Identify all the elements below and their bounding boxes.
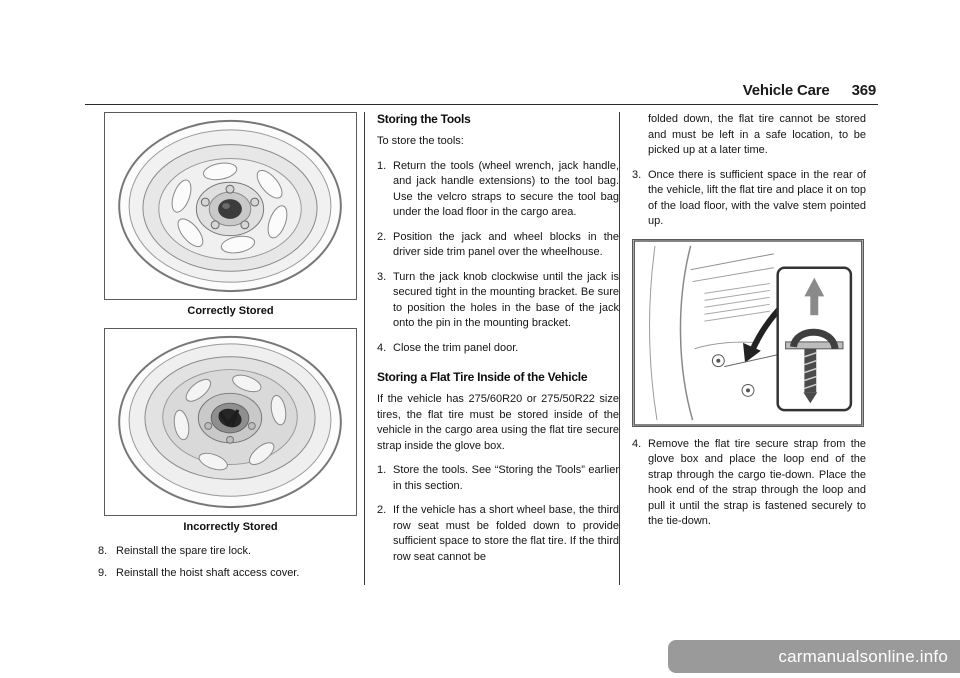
step-text: If the vehicle has a short wheel base, t… bbox=[393, 504, 619, 563]
step-text: Turn the jack knob clockwise until the j… bbox=[393, 270, 619, 330]
section-heading-flat-tire: Storing a Flat Tire Inside of the Vehicl… bbox=[377, 370, 588, 384]
step-number: 9. bbox=[98, 566, 108, 579]
page-title: Vehicle Care bbox=[742, 82, 830, 99]
page-number: 369 bbox=[851, 82, 877, 99]
list-item: 4. Remove the flat tire secure strap fro… bbox=[632, 437, 866, 530]
step-text: Return the tools (wheel wrench, jack han… bbox=[393, 159, 619, 219]
step-text: Once there is sufficient space in the re… bbox=[648, 168, 866, 228]
step-text: Store the tools. See “Storing the Tools”… bbox=[393, 464, 619, 492]
wheel-correct-imagebox bbox=[104, 112, 357, 300]
wheel-incorrect-imagebox bbox=[104, 328, 357, 516]
step-number: 2. bbox=[377, 504, 387, 516]
step-number: 2. bbox=[377, 230, 387, 243]
wheel-correctly-stored-image bbox=[118, 119, 342, 293]
step-number: 1. bbox=[377, 159, 387, 172]
continuation-text: folded down, the flat tire cannot be sto… bbox=[648, 113, 866, 156]
cargo-strap-imagebox bbox=[632, 238, 864, 427]
step-number: 4. bbox=[377, 341, 387, 354]
step-text: Position the jack and wheel blocks in th… bbox=[393, 230, 619, 259]
section-intro: If the vehicle has 275/60R20 or 275/50R2… bbox=[377, 393, 619, 452]
section-intro: To store the tools: bbox=[377, 135, 464, 147]
list-item: 3. Once there is sufficient space in the… bbox=[632, 168, 866, 230]
list-item: 9. Reinstall the hoist shaft access cove… bbox=[98, 566, 364, 582]
wheel-incorrectly-stored-image bbox=[118, 335, 342, 509]
step-number: 8. bbox=[98, 545, 108, 557]
page-header: Vehicle Care 369 bbox=[743, 82, 876, 99]
list-item: 2. Position the jack and wheel blocks in… bbox=[377, 230, 619, 261]
list-item: 1. Return the tools (wheel wrench, jack … bbox=[377, 159, 619, 221]
cargo-strap-image bbox=[633, 239, 863, 426]
caption-incorrectly-stored: Incorrectly Stored bbox=[183, 521, 278, 533]
section-heading-storing-tools: Storing the Tools bbox=[377, 112, 471, 126]
list-item: 4. Close the trim panel door. bbox=[377, 341, 619, 357]
figure-cargo-strap bbox=[632, 238, 864, 427]
step-text: Reinstall the hoist shaft access cover. bbox=[116, 566, 300, 579]
list-item: 1. Store the tools. See “Storing the Too… bbox=[377, 463, 619, 494]
left-step-list: 8. Reinstall the spare tire lock. 9. Rei… bbox=[98, 544, 364, 581]
content-columns: Correctly Stored bbox=[98, 112, 866, 587]
list-item: 8. Reinstall the spare tire lock. bbox=[98, 544, 364, 560]
step-number: 3. bbox=[632, 168, 642, 181]
header-rule bbox=[85, 104, 878, 105]
figure-correctly-stored: Correctly Stored bbox=[104, 112, 357, 317]
watermark: carmanualsonline.info bbox=[668, 640, 960, 673]
list-item: 2. If the vehicle has a short wheel base… bbox=[377, 503, 619, 565]
step-number: 1. bbox=[377, 464, 387, 476]
step-text: Close the trim panel door. bbox=[393, 341, 519, 354]
column-left: Correctly Stored bbox=[98, 112, 364, 587]
caption-correctly-stored: Correctly Stored bbox=[187, 305, 274, 317]
column-right: folded down, the flat tire cannot be sto… bbox=[620, 112, 866, 587]
column-divider-left bbox=[364, 112, 365, 585]
step-number: 3. bbox=[377, 270, 387, 283]
figure-incorrectly-stored: Incorrectly Stored bbox=[104, 328, 357, 533]
step-text: Remove the flat tire secure strap from t… bbox=[648, 437, 866, 528]
list-item: 3. Turn the jack knob clockwise until th… bbox=[377, 270, 619, 332]
step-text: Reinstall the spare tire lock. bbox=[116, 545, 252, 557]
step-number: 4. bbox=[632, 437, 642, 450]
column-divider-right bbox=[619, 112, 620, 585]
column-middle: Storing the Tools To store the tools: 1.… bbox=[365, 112, 619, 587]
